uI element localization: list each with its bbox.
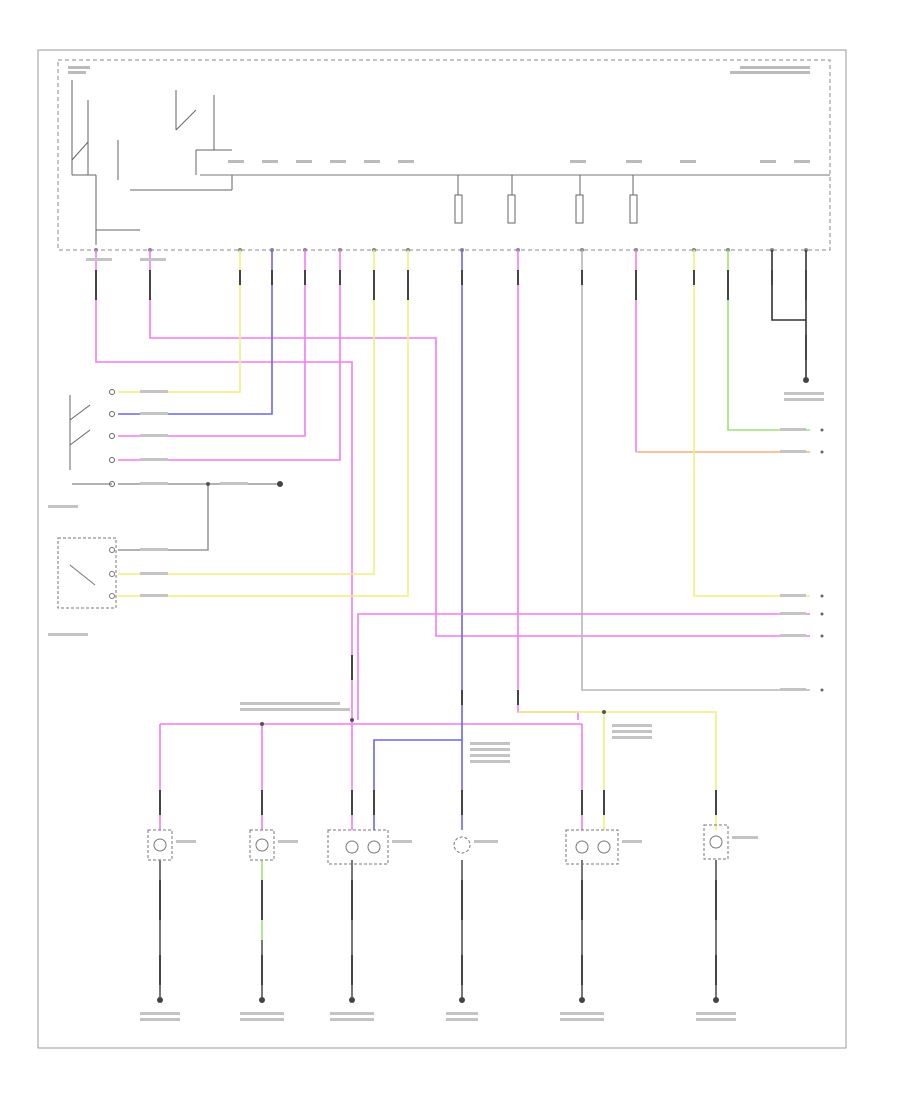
diagram-frame — [37, 49, 847, 1049]
wire-gray-1 — [581, 250, 810, 691]
wire-blue-lamp3 — [373, 739, 462, 830]
right-edge-terminals — [820, 428, 824, 692]
multifunction-switch — [57, 537, 117, 609]
module-internal-components — [454, 175, 638, 224]
wire-pink-1 — [95, 250, 353, 720]
wire-pink-2 — [149, 250, 810, 637]
wire-yellow-1 — [118, 250, 241, 393]
wire-yellow-3 — [118, 250, 409, 597]
wire-green-1 — [727, 250, 810, 431]
wire-pink-3 — [118, 250, 306, 437]
splice-dots — [206, 482, 606, 726]
module-label-marks — [68, 66, 810, 163]
lamp-6 — [703, 824, 729, 860]
label-marks — [48, 258, 824, 1021]
headlamp-switch — [69, 389, 115, 487]
lamp-3 — [327, 829, 389, 865]
wire-black-1 — [771, 250, 806, 321]
junction-box-outline — [57, 59, 831, 251]
lamp-2 — [249, 829, 275, 861]
lamp-components — [147, 824, 729, 865]
connector-dashes — [95, 270, 807, 985]
lamp-4 — [453, 836, 471, 854]
ignition-switch-symbol — [71, 80, 233, 245]
wire-gray-3 — [118, 484, 209, 551]
lamp-1 — [147, 829, 173, 861]
lamp-5 — [565, 829, 619, 865]
wire-yellow-4 — [693, 250, 810, 597]
wire-blue-1 — [118, 250, 273, 415]
wire-pink-4 — [118, 250, 341, 461]
wire-pink-6 — [357, 613, 810, 720]
ground-points — [157, 377, 809, 1003]
wire-pink-5 — [517, 250, 579, 720]
wire-yellow-lamp6 — [518, 711, 717, 830]
wire-yellow-2 — [118, 250, 375, 575]
